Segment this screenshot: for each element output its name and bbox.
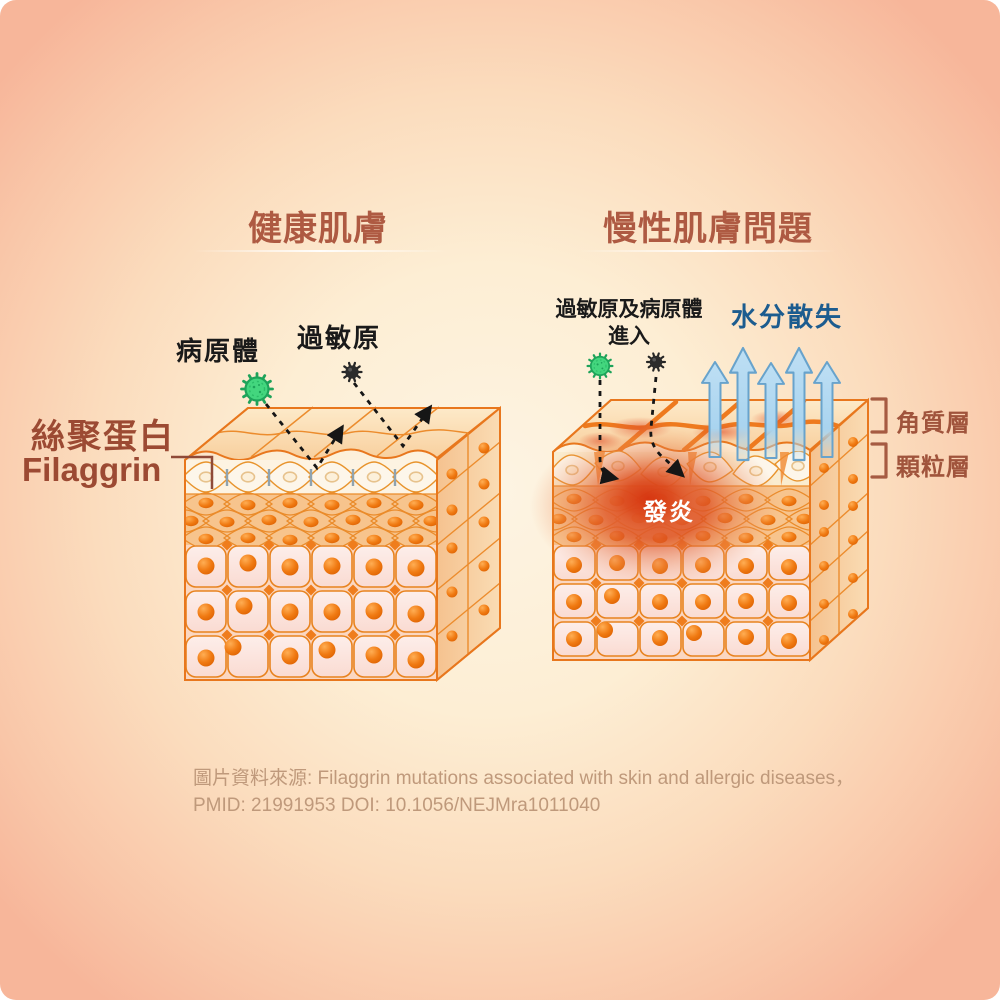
problem-front-face: [530, 426, 811, 660]
allergen-particle-icon: [341, 361, 363, 383]
healthy-side-face: [436, 405, 501, 683]
problem-skin-block: [530, 346, 869, 663]
healthy-block-outline: [184, 407, 501, 681]
filaggrin-ticks: [225, 469, 397, 486]
layer-brackets: [870, 397, 888, 479]
source-citation-line1: 圖片資料來源: Filaggrin mutations associated w…: [193, 768, 855, 789]
right-title-divider: [578, 250, 836, 252]
problem-side-face: [809, 397, 869, 663]
stratum-corneum-label: 角質層: [896, 410, 971, 437]
filaggrin-label-zh: 絲聚蛋白: [31, 418, 175, 456]
healthy-front-face: [185, 460, 437, 680]
left-title-divider: [193, 250, 448, 252]
bounce-arrows: [264, 382, 433, 471]
water-loss-label: 水分散失: [731, 302, 844, 332]
basal-cells: [185, 539, 437, 678]
pathogen-virus-icon: [586, 352, 614, 380]
granular-layer-bracket: [870, 442, 888, 479]
healthy-section-title: 健康肌膚: [248, 210, 388, 248]
allergen-particle-icon: [645, 352, 667, 372]
problem-block-outline: [552, 399, 869, 661]
filaggrin-label-en: Filaggrin: [22, 451, 162, 488]
filaggrin-leader-line: [171, 455, 214, 489]
entry-arrows: [598, 376, 685, 485]
entry-label-line2: 進入: [608, 325, 650, 349]
pathogen-virus-icon: [240, 372, 274, 406]
inflammation-label: 發炎: [643, 499, 695, 526]
problem-section-title: 慢性肌膚問題: [603, 210, 813, 248]
pathogen-label: 病原體: [176, 336, 261, 366]
entry-label-line1: 過敏原及病原體: [555, 298, 703, 321]
healthy-skin-block: [171, 361, 501, 683]
source-citation-line2: PMID: 21991953 DOI: 10.1056/NEJMra101104…: [193, 795, 601, 816]
allergen-label: 過敏原: [297, 323, 382, 353]
stratum-corneum-bracket: [870, 397, 888, 434]
entry-label: 過敏原及病原體 進入: [534, 296, 724, 351]
granular-layer-label: 顆粒層: [896, 454, 971, 481]
